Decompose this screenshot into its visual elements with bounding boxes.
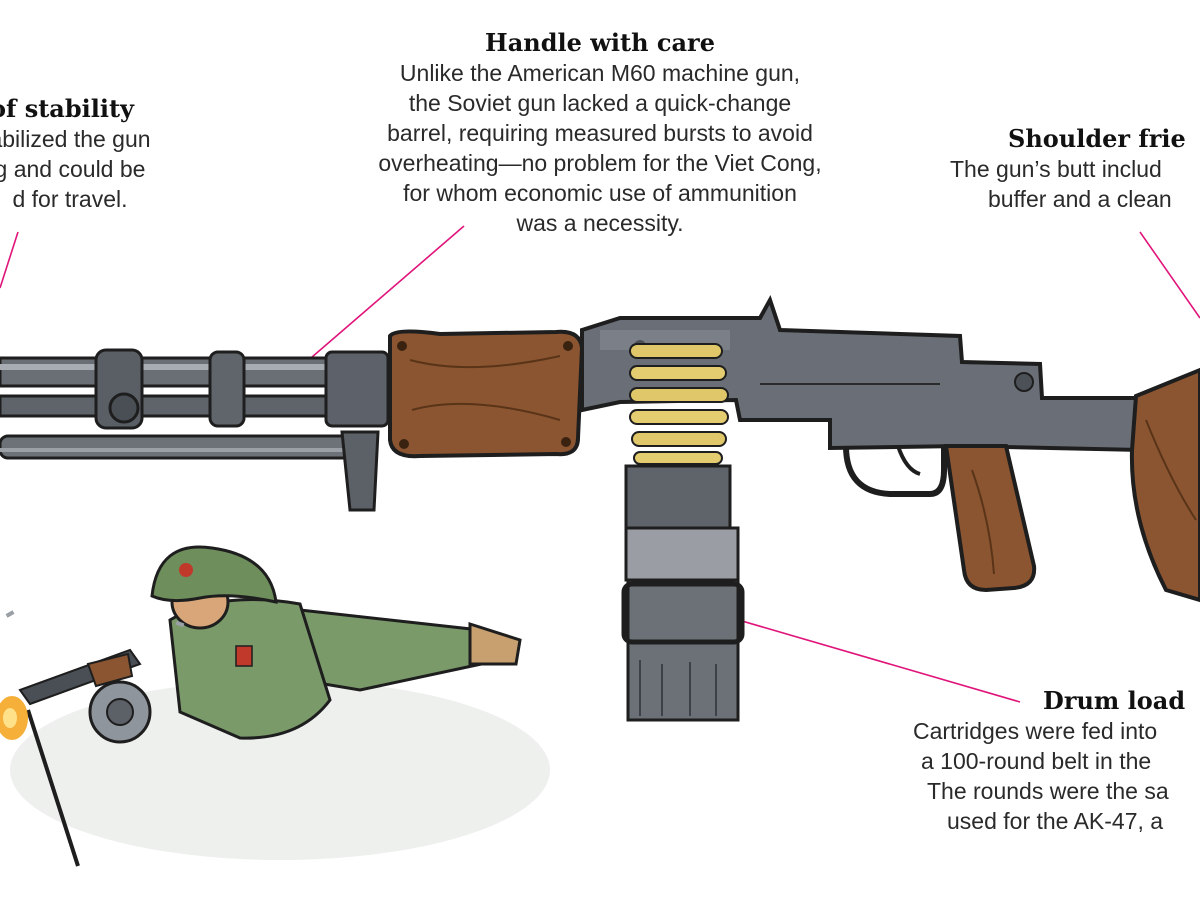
handguard [388, 329, 585, 459]
callout-drum-line: The rounds were the sa [927, 778, 1169, 804]
callout-care-line: the Soviet gun lacked a quick-change [408, 90, 792, 116]
callout-shoulder-line: The gun’s butt includ [950, 156, 1162, 182]
callout-drum-load: Drum load Cartridges were fed into a 100… [905, 686, 1200, 836]
leader-lines [0, 225, 1200, 703]
callout-care-line: was a necessity. [516, 210, 684, 236]
callout-stability-line: d for travel. [12, 186, 128, 212]
callout-drum-title: Drum load [1043, 686, 1186, 715]
butt-stock [1129, 367, 1200, 603]
callout-shoulder-line: buffer and a clean [988, 186, 1172, 212]
callout-drum-line: a 100-round belt in the [921, 748, 1152, 774]
callout-stability-title: of stability [0, 94, 134, 123]
drum-magazine [621, 464, 745, 722]
callout-care-line: Unlike the American M60 machine gun, [399, 60, 801, 86]
callout-stability-line: abilized the gun [0, 126, 151, 152]
callout-stability-line: g and could be [0, 156, 146, 182]
bipod [0, 430, 380, 512]
callout-care-line: overheating—no problem for the Viet Cong… [378, 150, 822, 176]
callout-drum-line: used for the AK-47, a [947, 808, 1164, 834]
leader-line-care [289, 225, 465, 377]
callout-shoulder: Shoulder frie The gun’s butt includ buff… [950, 124, 1200, 214]
leader-line-shoulder [1139, 231, 1200, 319]
callout-handle-with-care: Handle with care Unlike the American M60… [330, 28, 870, 238]
callout-shoulder-title: Shoulder frie [1008, 124, 1186, 153]
barrel [0, 348, 402, 430]
soldier-scene [0, 545, 550, 867]
callout-drum-line: Cartridges were fed into [913, 718, 1158, 744]
callout-care-line: barrel, requiring measured bursts to avo… [387, 120, 813, 146]
trigger-and-grip [843, 444, 1037, 593]
callout-care-title: Handle with care [485, 28, 715, 57]
ammo-belt [629, 343, 729, 465]
leader-line-drum [693, 606, 1021, 703]
callout-stability: of stability abilized the gun g and coul… [0, 94, 190, 214]
leader-line-stability [0, 231, 19, 289]
callout-care-line: for whom economic use of ammunition [403, 180, 797, 206]
